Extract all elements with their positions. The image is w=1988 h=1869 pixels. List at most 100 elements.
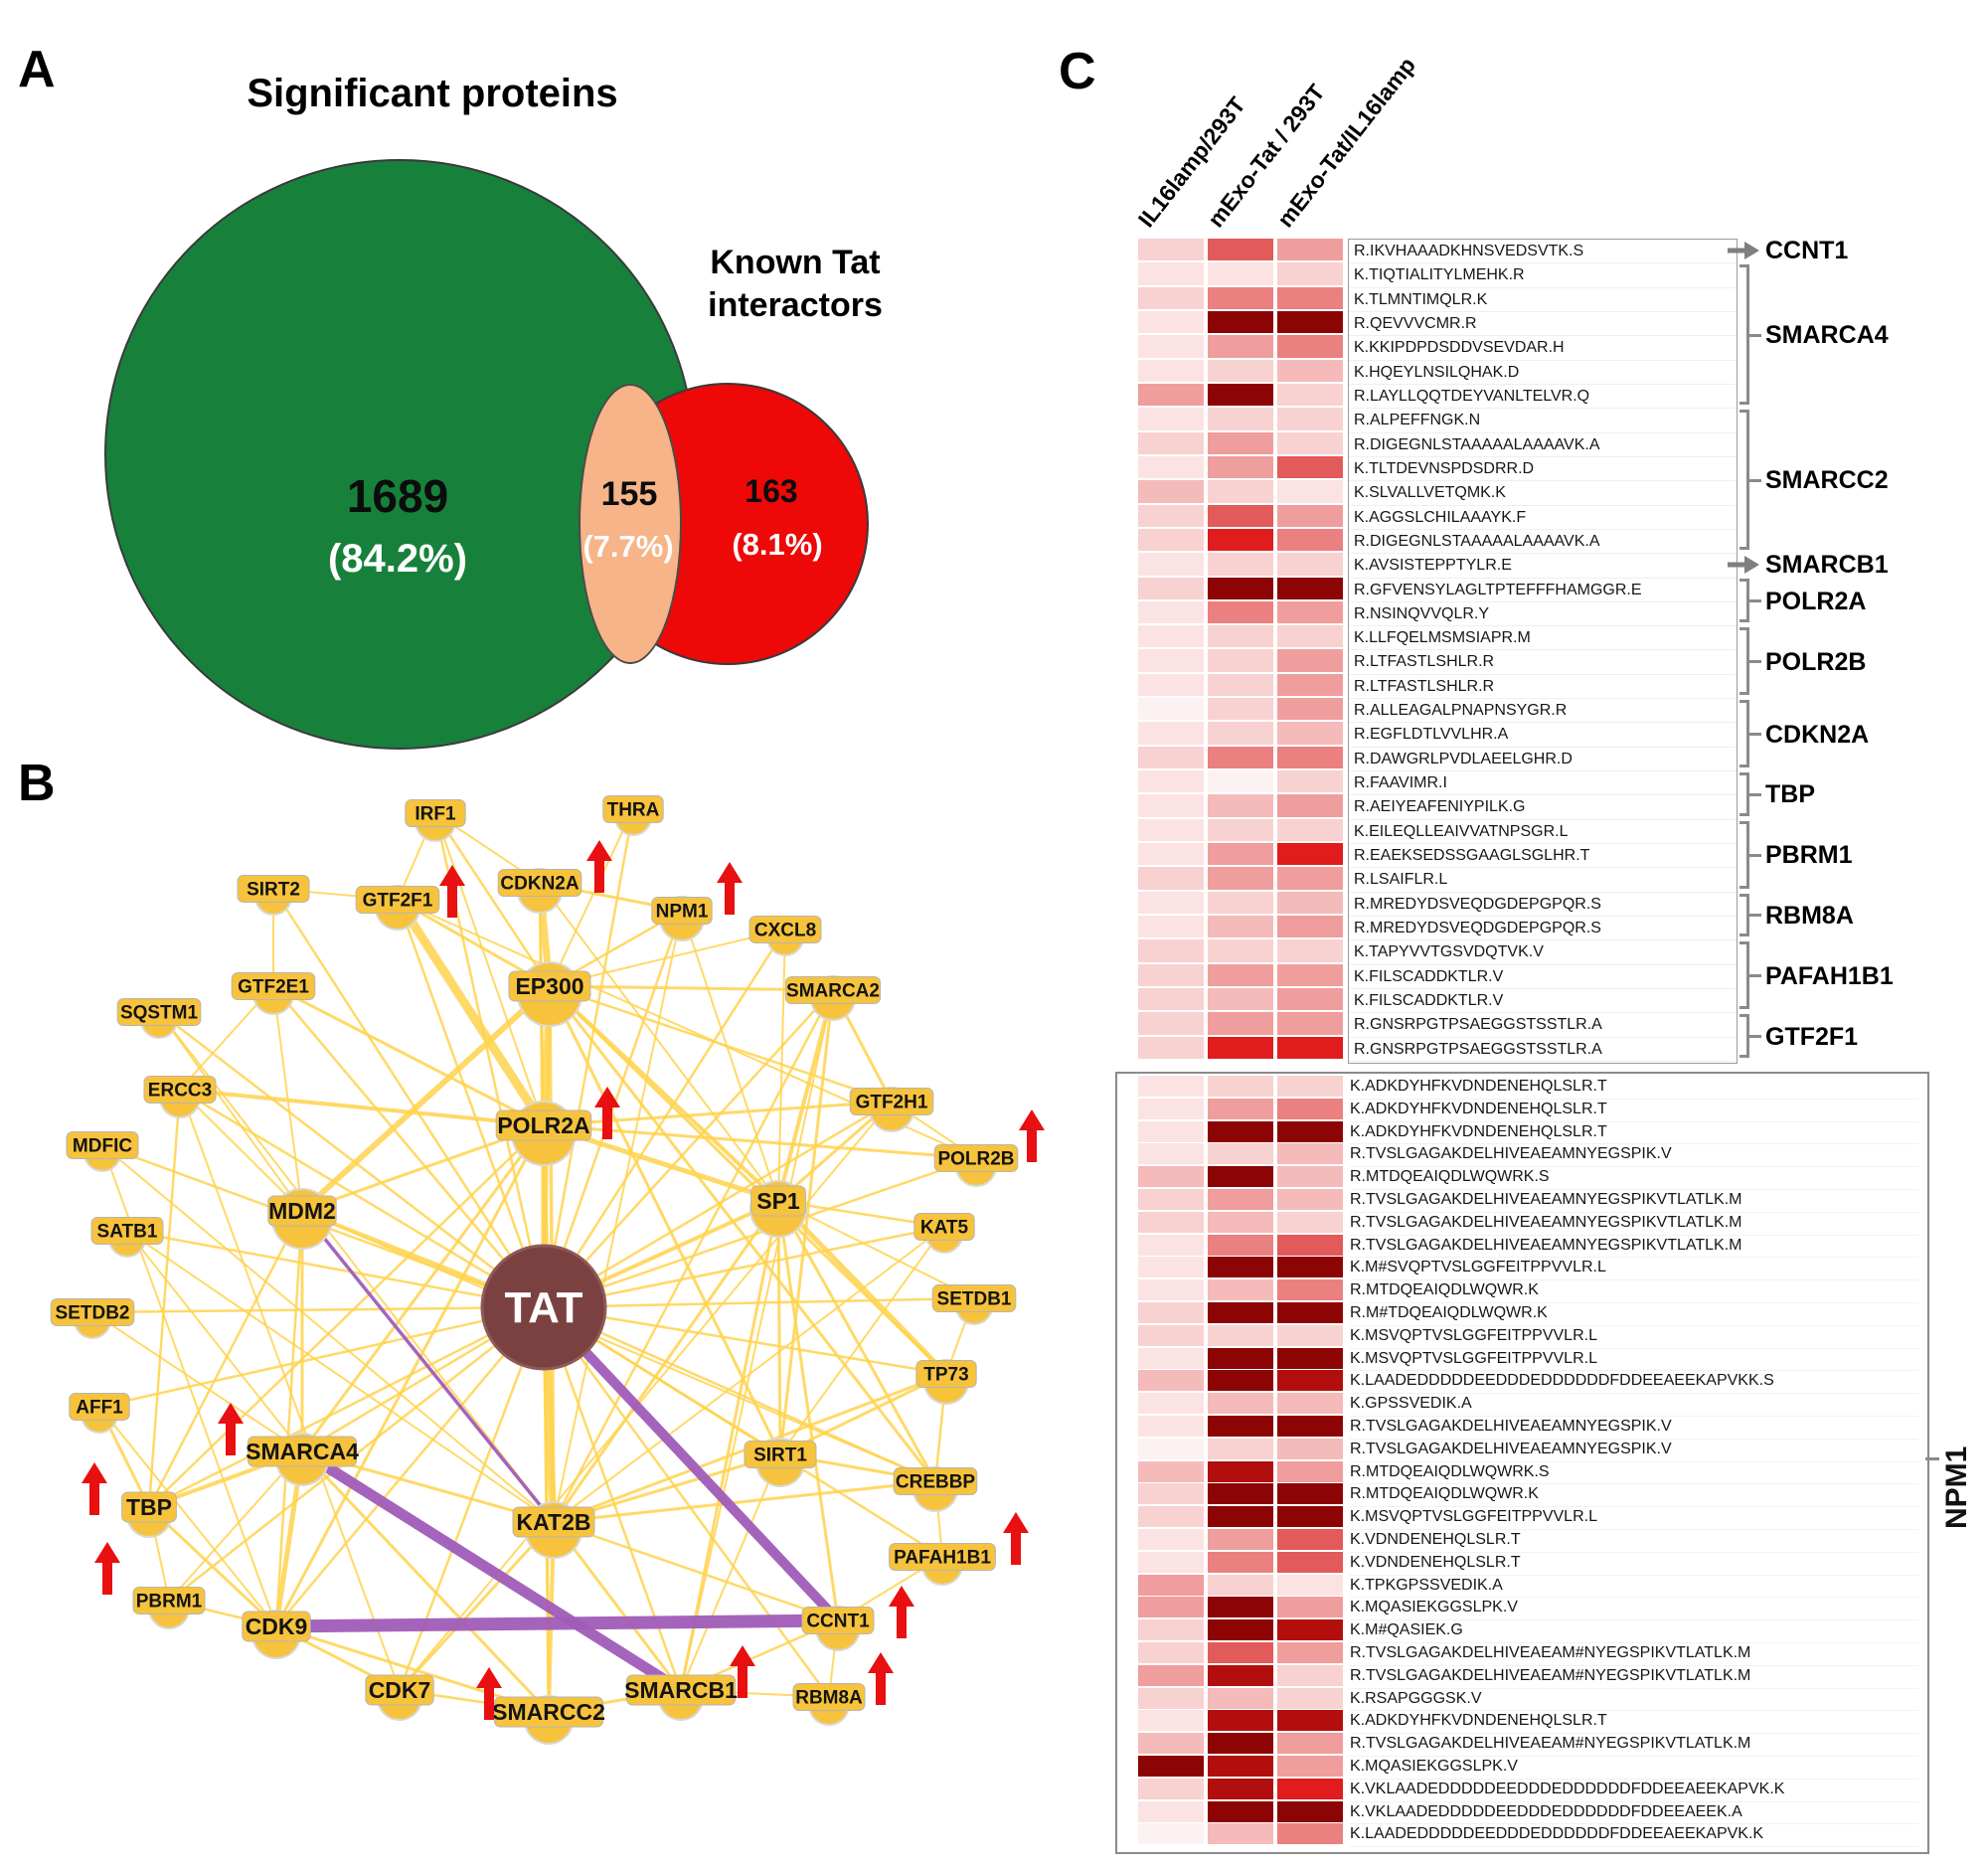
peptide-row: R.EAEKSEDSSGAAGLSGLHR.T <box>1349 844 1737 869</box>
heatmap-cell <box>1208 770 1273 793</box>
network-node-MDFIC: MDFIC <box>66 1131 139 1172</box>
heatmap-cell <box>1138 1710 1204 1732</box>
edge-SMARCA4-SMARCC2 <box>300 1449 551 1714</box>
node-pill-SETDB1 <box>931 1284 1017 1312</box>
heatmap-cell <box>1138 335 1204 358</box>
heatmap-cell <box>1138 1393 1204 1415</box>
peptide-row: R.MREDYDSVEQDGDEPGPQR.S <box>1349 893 1737 917</box>
node-label-GTF2E1: GTF2E1 <box>238 977 309 998</box>
node-label-SATB1: SATB1 <box>97 1222 158 1243</box>
network-node-THRA: THRA <box>602 795 664 836</box>
heatmap-cell <box>1138 1036 1204 1059</box>
peptide-row: R.NSINQVVQLR.Y <box>1349 602 1737 627</box>
edge-ERCC3-MDM2 <box>179 1089 303 1212</box>
edge-TAT-TBP <box>148 1305 545 1509</box>
group-bracket-tick <box>1749 1035 1761 1039</box>
peptide-row: R.FAAVIMR.I <box>1349 771 1737 796</box>
edge-MDM2-CREBBP <box>301 1210 936 1482</box>
peptide-row: K.MQASIEKGGSLPK.V <box>1350 1756 1918 1780</box>
heatmap-cell <box>1138 987 1204 1011</box>
heatmap-cell <box>1138 431 1204 454</box>
network-node-CDKN2A: CDKN2A <box>497 868 582 914</box>
heatmap-cell <box>1138 1143 1204 1165</box>
network-node-GTF2H1: GTF2H1 <box>849 1087 934 1132</box>
edge-SMARCA4-SMARCB1 <box>299 1446 684 1695</box>
heatmap-cell <box>1277 239 1343 261</box>
heatmap-cell <box>1277 1189 1343 1210</box>
heatmap-cell <box>1208 1506 1273 1528</box>
peptide-row: R.TVSLGAGAKDELHIVEAEAM#NYEGSPIKVTLATLK.M <box>1350 1733 1918 1757</box>
peptide-row: R.DIGEGNLSTAAAAALAAAAVK.A <box>1349 530 1737 555</box>
heatmap-cell <box>1277 746 1343 769</box>
network-node-GTF2F1: GTF2F1 <box>355 885 440 931</box>
heatmap-cell <box>1277 1012 1343 1035</box>
network-node-SMARCA4: SMARCA4 <box>246 1433 359 1486</box>
peptide-row: R.TVSLGAGAKDELHIVEAEAMNYEGSPIKVTLATLK.M <box>1350 1235 1918 1259</box>
edge-TAT-THRA <box>542 808 635 1308</box>
node-label-PAFAH1B1: PAFAH1B1 <box>894 1548 991 1569</box>
network-node-RBM8A: RBM8A <box>792 1683 866 1726</box>
edge-KAT5-KAT2B <box>553 1226 945 1523</box>
node-label-TBP: TBP <box>126 1494 172 1520</box>
heatmap-cell <box>1138 1189 1204 1210</box>
group-label-PBRM1: PBRM1 <box>1765 841 1853 870</box>
heatmap-cell <box>1138 1529 1204 1550</box>
network-node-CREBBP: CREBBP <box>893 1466 978 1512</box>
node-label-RBM8A: RBM8A <box>795 1688 863 1709</box>
group-label-PAFAH1B1: PAFAH1B1 <box>1765 961 1894 990</box>
peptide-row: R.M#TDQEAIQDLWQWR.K <box>1350 1302 1918 1326</box>
heatmap-cell <box>1208 1076 1273 1097</box>
peptide-row: R.MTDQEAIQDLWQWRK.S <box>1350 1166 1918 1190</box>
panel-b-label: B <box>18 755 56 812</box>
group-bracket <box>1740 700 1749 768</box>
group-bracket <box>1740 941 1749 1010</box>
peptide-row: K.M#QASIEK.G <box>1350 1619 1918 1643</box>
node-label-SP1: SP1 <box>756 1188 800 1214</box>
edge-NPM1-KAT2B <box>553 910 683 1523</box>
edge-SMARCA2-SIRT1 <box>778 989 835 1455</box>
node-pill-GTF2H1 <box>849 1088 934 1115</box>
peptide-row: K.TLMNTIMQLR.K <box>1349 288 1737 312</box>
group-bracket-tick <box>1749 599 1761 603</box>
heatmap-cell <box>1208 746 1273 769</box>
edge-SMARCA4-PBRM1 <box>168 1450 303 1602</box>
heatmap-cell <box>1208 1733 1273 1755</box>
edge-SP1-KAT2B <box>552 1200 780 1523</box>
peptide-row: K.FILSCADDKTLR.V <box>1349 965 1737 989</box>
node-pill-PBRM1 <box>132 1587 206 1614</box>
edge-POLR2A-POLR2B <box>543 1123 977 1160</box>
heatmap-cell <box>1277 1370 1343 1392</box>
edge-POLR2A-TBP <box>148 1124 545 1508</box>
heatmap-cell <box>1277 577 1343 599</box>
peptide-row: K.VKLAADEDDDDDEEDDDEDDDDDDFDDEEAEEKAPVK.… <box>1350 1779 1918 1802</box>
peptide-row: K.TIQTIALITYLMEHK.R <box>1349 263 1737 288</box>
heatmap-cell <box>1208 335 1273 358</box>
heatmap-cell <box>1277 383 1343 407</box>
venn-title: Significant proteins <box>247 72 618 115</box>
edge-CDK9-CCNT1 <box>275 1614 839 1633</box>
heatmap-cell <box>1277 794 1343 817</box>
heatmap-cell <box>1277 1416 1343 1437</box>
up-arrow-icon-TBP <box>82 1462 107 1515</box>
peptide-row: K.GPSSVEDIK.A <box>1350 1393 1918 1417</box>
node-label-CREBBP: CREBBP <box>896 1472 976 1493</box>
group-label-POLR2A: POLR2A <box>1765 587 1867 615</box>
heatmap-cell <box>1277 455 1343 479</box>
heatmap-cell <box>1277 1098 1343 1119</box>
edge-TAT-SETDB2 <box>91 1305 545 1314</box>
peptide-row: K.TAPYVVTGSVDQTVK.V <box>1349 940 1737 965</box>
node-pill-AFF1 <box>69 1393 130 1421</box>
heatmap-cell <box>1208 1257 1273 1278</box>
heatmap-cell <box>1277 1664 1343 1686</box>
heatmap-cell <box>1138 1460 1204 1482</box>
peptide-row: K.LLFQELMSMSIAPR.M <box>1349 626 1737 651</box>
heatmap-cell <box>1277 1597 1343 1618</box>
peptide-row: R.LTFASTLSHLR.R <box>1349 650 1737 675</box>
peptide-row: K.TLTDEVNSPDSDRR.D <box>1349 457 1737 482</box>
heatmap-cell <box>1208 1710 1273 1732</box>
network-node-POLR2A: POLR2A <box>495 1101 592 1166</box>
edge-SQSTM1-MDM2 <box>158 1011 303 1212</box>
network-node-PAFAH1B1: PAFAH1B1 <box>889 1543 996 1586</box>
network-node-SMARCC2: SMARCC2 <box>492 1695 605 1745</box>
